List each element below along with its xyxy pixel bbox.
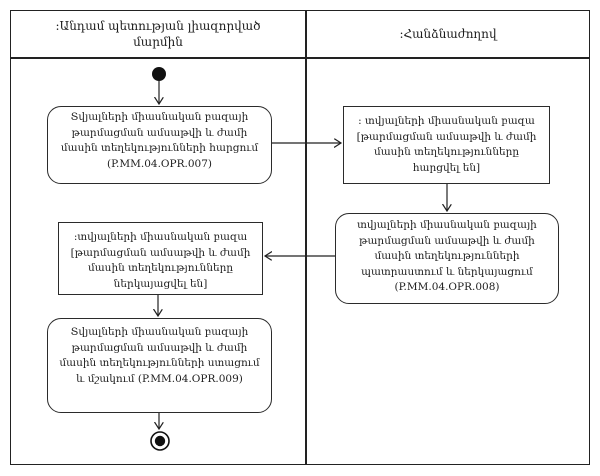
swimlane-title-member-state-label: :Անդամ պետության լիազորված մարմին (55, 19, 261, 49)
swimlane-title-commission: :Հանձնաժողով (307, 13, 589, 55)
object-node-db-info-submitted: :տվյալների միասնական բազա [թարմացման ամս… (58, 222, 263, 295)
activity-node-receive-process-info: Տվյալների միասնական բազայի թարմացման ամս… (47, 318, 272, 413)
swimlane-divider (305, 10, 307, 465)
swimlane-header-divider (10, 57, 590, 59)
activity-node-request-info: Տվյալների միասնական բազայի թարմացման ամս… (47, 106, 272, 184)
activity-node-prepare-submit-info: տվյալների միասնական բազայի թարմացման ամս… (335, 213, 559, 304)
object-node-db-info-requested: : տվյալների միասնական բազա [թարմացման ամ… (343, 106, 550, 184)
swimlane-title-member-state: :Անդամ պետության լիազորված մարմին (12, 13, 304, 55)
swimlane-title-commission-label: :Հանձնաժողով (399, 27, 497, 41)
